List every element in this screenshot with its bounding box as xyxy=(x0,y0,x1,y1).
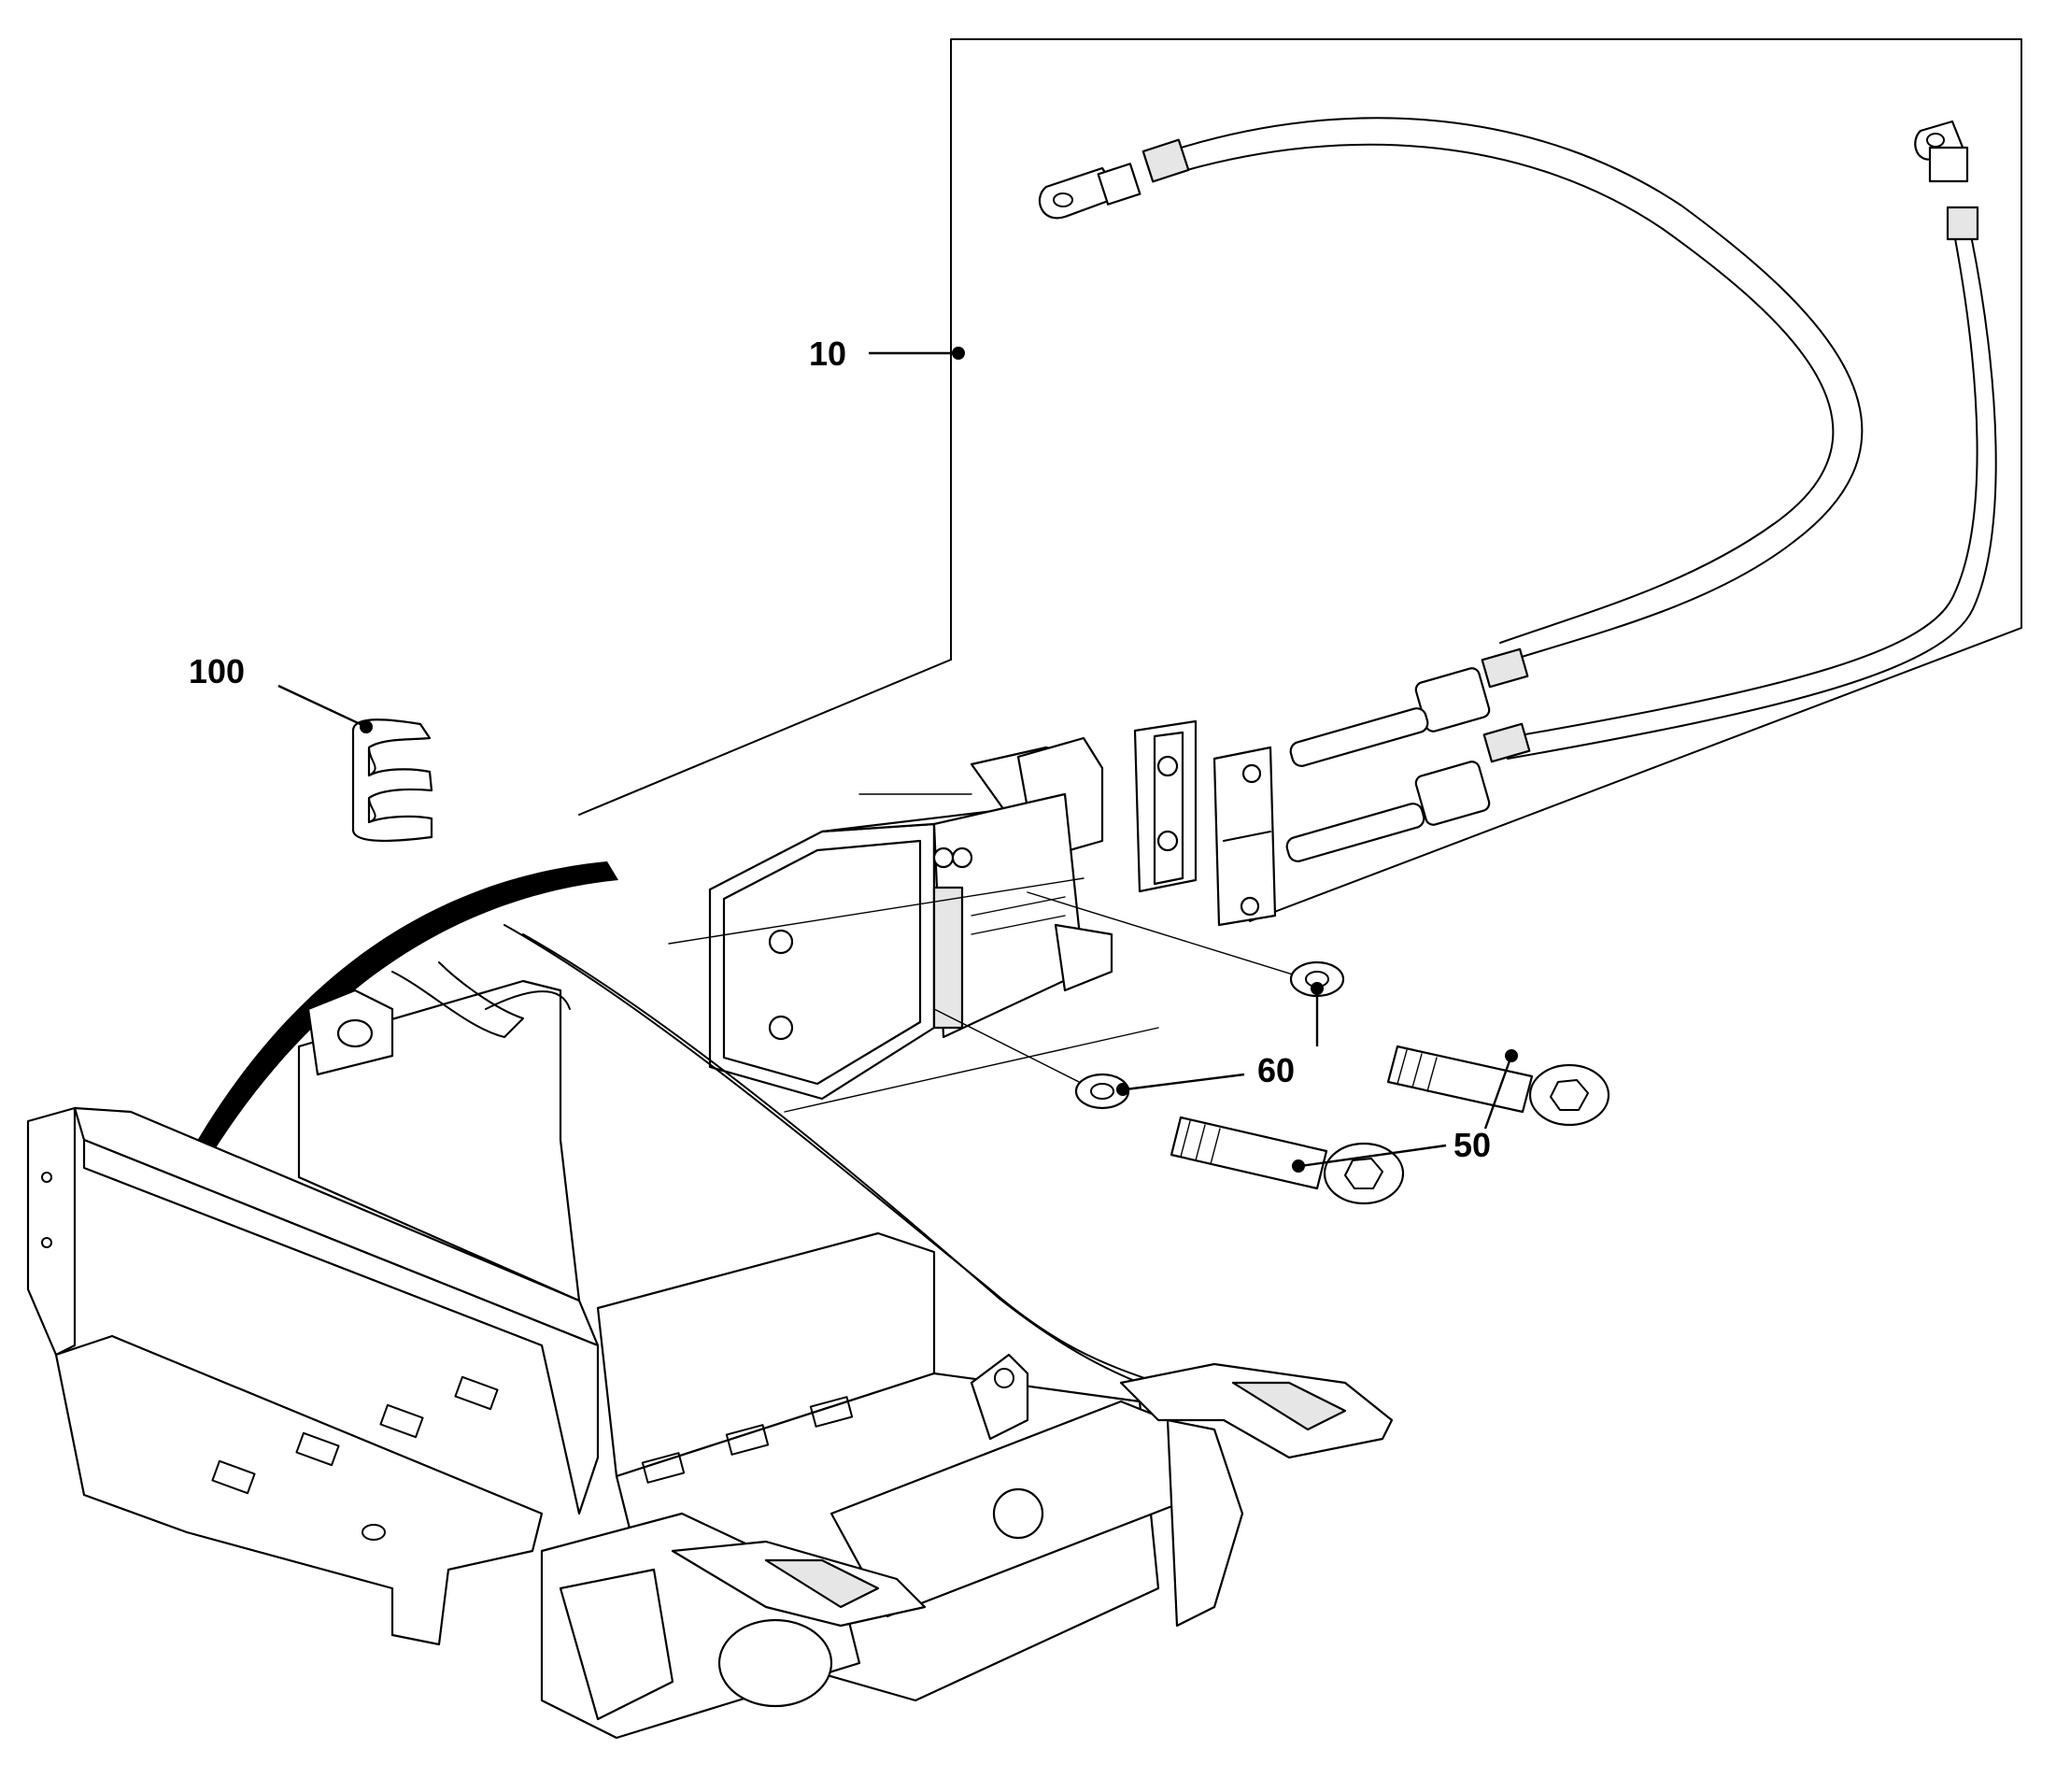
kit-boundary-lines xyxy=(578,38,2022,922)
callout-60-label: 60 xyxy=(1257,1051,1295,1089)
ring-terminal-left xyxy=(1038,163,1141,220)
bolt-lower xyxy=(1170,1116,1405,1205)
callout-60: 60 xyxy=(1116,982,1324,1096)
connector-housing xyxy=(708,736,1113,1101)
callout-100-label: 100 xyxy=(189,652,245,690)
chassis-frame xyxy=(26,924,1394,1740)
washer-upper xyxy=(1289,960,1345,998)
contact-pin-lower xyxy=(1285,761,1491,862)
cable-clip xyxy=(351,718,433,843)
callout-100: 100 xyxy=(189,652,373,733)
bolt-upper xyxy=(1386,1045,1610,1127)
ring-terminal-right xyxy=(1914,120,1969,183)
callout-10-label: 10 xyxy=(809,334,846,373)
contact-holder xyxy=(1133,719,1277,927)
callout-10: 10 xyxy=(809,334,965,373)
callout-50: 50 xyxy=(1292,1049,1518,1173)
alignment-lines xyxy=(668,793,1309,1113)
battery-cables xyxy=(1141,117,1997,763)
contact-pin-upper xyxy=(1289,667,1491,767)
callout-50-label: 50 xyxy=(1453,1126,1491,1164)
